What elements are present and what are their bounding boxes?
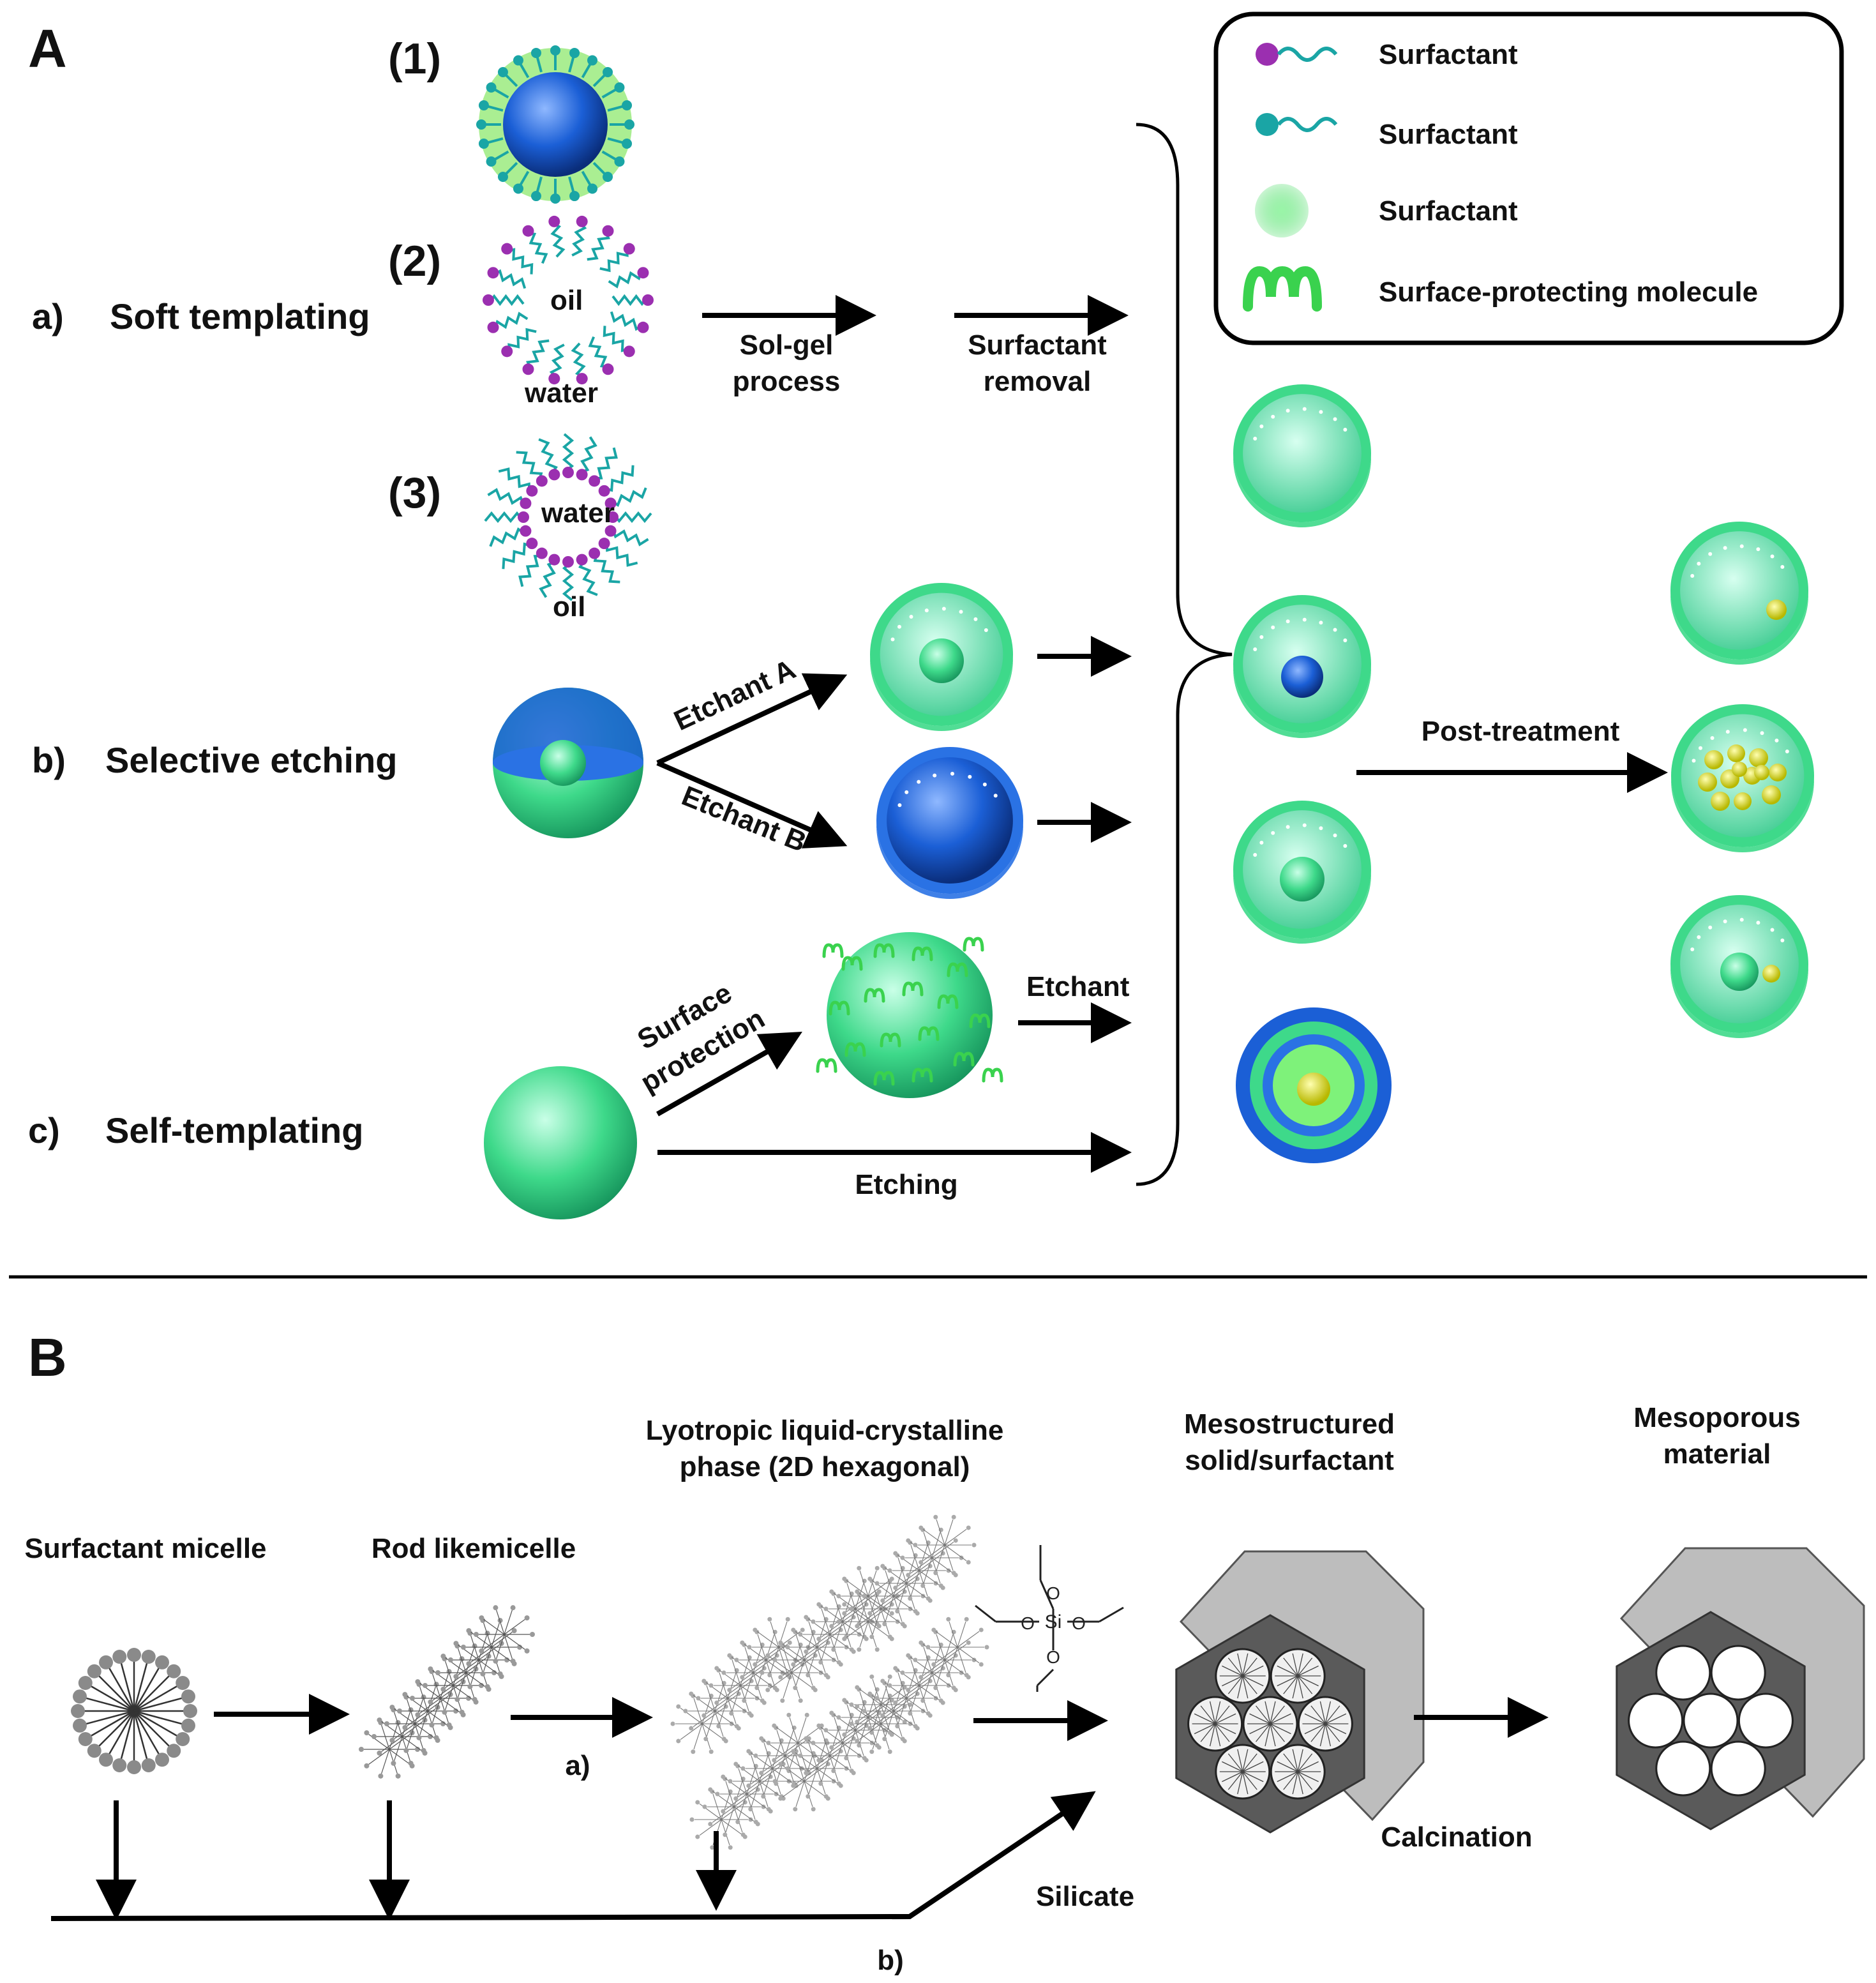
legend-box xyxy=(1213,11,1844,345)
row-a-marker: a) xyxy=(32,296,64,336)
solgel-label-1: Sol-gel xyxy=(740,329,834,361)
row-b-marker: b) xyxy=(32,740,66,780)
silicate-route-line xyxy=(50,1791,1096,1921)
surfactant-micelle-label: Surfactant micelle xyxy=(24,1533,266,1564)
panel-a-label: A xyxy=(28,19,67,79)
solgel-label-2: process xyxy=(733,366,841,397)
legend-label-3: Surfactant xyxy=(1379,195,1518,227)
calcination-label: Calcination xyxy=(1381,1821,1532,1853)
mesoporous-label-1: Mesoporous xyxy=(1633,1402,1801,1433)
teos-si-label: Si xyxy=(1045,1611,1062,1632)
legend-surfactant-teal-icon xyxy=(1256,113,1338,136)
yolk-shell-sphere-icon xyxy=(493,688,643,838)
surface-protecting-molecules xyxy=(816,937,1003,1086)
surfactant-micelle-icon xyxy=(71,1648,197,1774)
mesostructured-label-1: Mesostructured xyxy=(1184,1408,1395,1440)
micelle-3-surfactants xyxy=(484,433,652,601)
micelle-number-1: (1) xyxy=(388,34,441,83)
row-c-marker: c) xyxy=(28,1110,60,1150)
micelle-2-surfactants xyxy=(483,215,654,385)
row-c-title: Self-templating xyxy=(105,1110,363,1150)
legend-label-2: Surfactant xyxy=(1379,119,1518,150)
oil-label-2: oil xyxy=(553,591,585,622)
legend-label-1: Surfactant xyxy=(1379,39,1518,70)
legend-surfactant-purple-icon xyxy=(1256,43,1338,66)
micelle-number-2: (2) xyxy=(388,237,441,285)
lyotropic-label-1: Lyotropic liquid-crystalline xyxy=(646,1415,1004,1446)
surface-protection-arrow xyxy=(656,1032,802,1117)
teos-o-label-top: O xyxy=(1046,1583,1060,1603)
mesostructured-label-2: solid/surfactant xyxy=(1185,1445,1394,1476)
etching-label: Etching xyxy=(855,1169,957,1200)
micelle-3-icon xyxy=(484,433,652,601)
rod-micelle-icon xyxy=(359,1605,535,1779)
lyotropic-phase-icon xyxy=(670,1514,989,1850)
etchant-a-arrow xyxy=(656,673,848,765)
legend-surfactant-sphere-icon xyxy=(1255,184,1309,238)
oil-label-1: oil xyxy=(550,285,583,316)
micelle-1-icon xyxy=(476,45,634,204)
route-a-label: a) xyxy=(565,1750,590,1781)
teos-o-label-left: O xyxy=(1021,1613,1035,1633)
lyotropic-label-2: phase (2D hexagonal) xyxy=(680,1451,970,1482)
micelle-1-surfactants xyxy=(476,45,634,204)
convergence-brace xyxy=(1136,123,1233,1186)
legend-surface-protecting-molecule-icon xyxy=(1243,266,1322,312)
mesostructured-solid-icon xyxy=(1175,1550,1425,1834)
hemisphere-products xyxy=(870,384,1814,1163)
panel-b-label: B xyxy=(28,1327,67,1387)
solid-sphere-icon xyxy=(484,1066,637,1219)
micelle-2-icon xyxy=(483,215,654,385)
water-label-1: water xyxy=(524,377,598,409)
mesoporous-label-2: material xyxy=(1663,1438,1771,1470)
legend-label-4: Surface-protecting molecule xyxy=(1379,276,1758,308)
teos-molecule-icon xyxy=(975,1545,1124,1692)
etchant-label: Etchant xyxy=(1026,971,1130,1002)
water-label-2: water xyxy=(541,497,615,529)
removal-label-2: removal xyxy=(984,366,1092,397)
teos-o-label-right: O xyxy=(1072,1613,1086,1633)
protected-sphere-icon xyxy=(816,932,1003,1098)
removal-label-1: Surfactant xyxy=(968,329,1107,361)
teos-o-label-bottom: O xyxy=(1046,1647,1060,1667)
micelle-number-3: (3) xyxy=(388,469,441,517)
silicate-label: Silicate xyxy=(1036,1881,1134,1912)
rod-micelle-label: Rod likemicelle xyxy=(371,1533,576,1564)
post-treatment-label: Post-treatment xyxy=(1422,716,1620,747)
row-b-title: Selective etching xyxy=(105,740,398,780)
row-a-title: Soft templating xyxy=(110,296,370,336)
etchant-b-arrow xyxy=(656,760,848,848)
route-b-label: b) xyxy=(877,1945,904,1976)
mesoporous-material-icon xyxy=(1616,1547,1865,1830)
